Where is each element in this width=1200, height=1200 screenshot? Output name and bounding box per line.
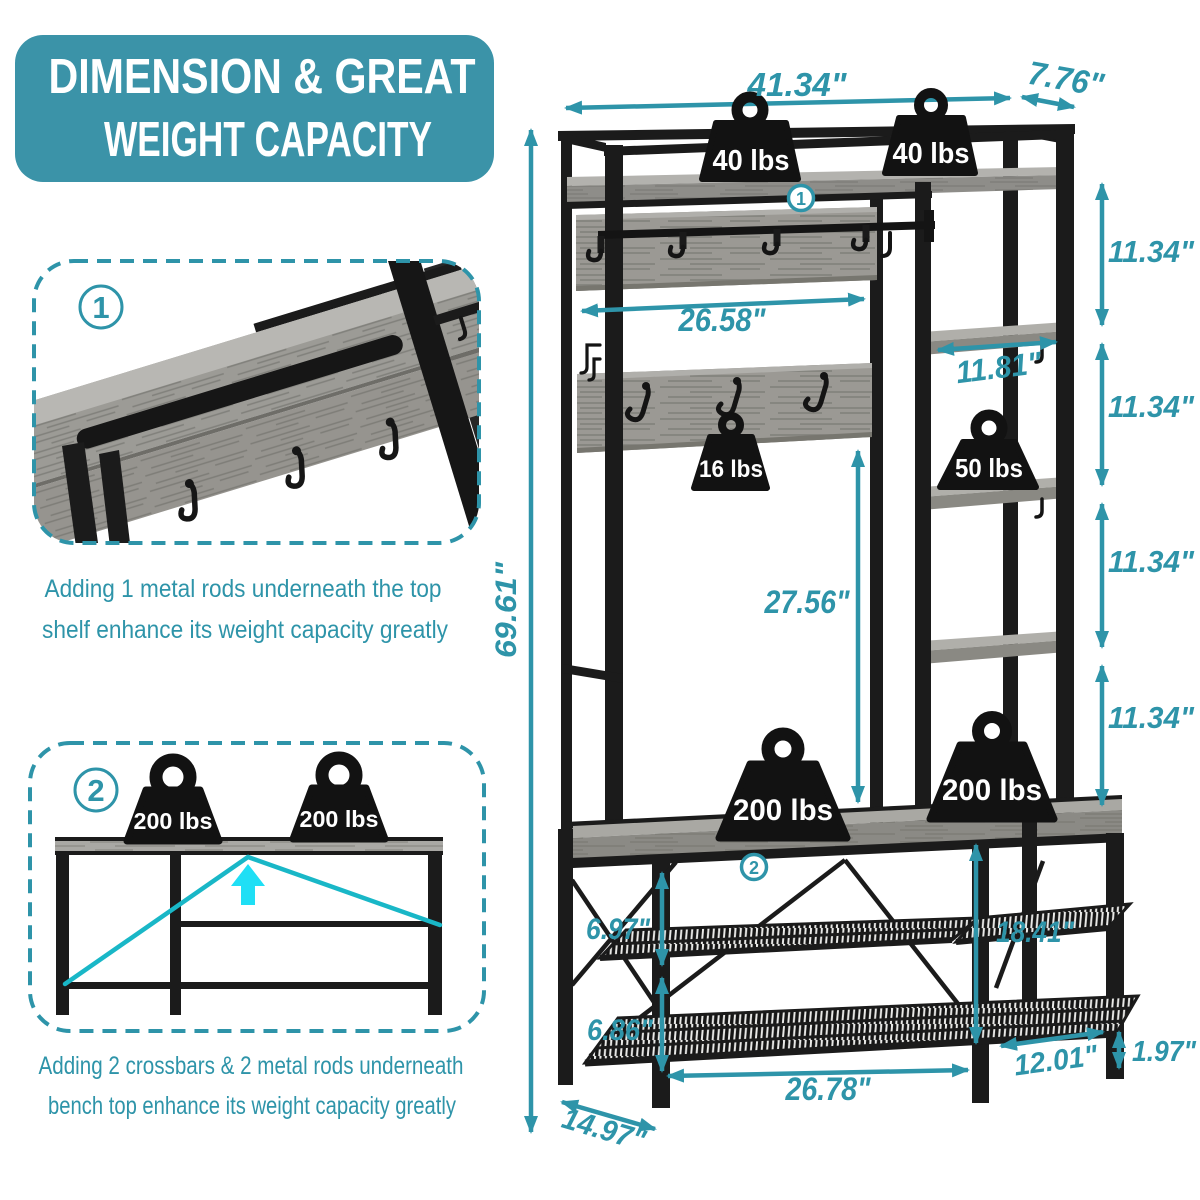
svg-text:11.34": 11.34" <box>1108 389 1195 424</box>
svg-text:18.41": 18.41" <box>996 916 1075 949</box>
svg-text:bench top enhance its weight c: bench top enhance its weight capacity gr… <box>48 1092 456 1120</box>
svg-text:14.97": 14.97" <box>558 1102 650 1158</box>
svg-text:7.76": 7.76" <box>1025 54 1107 104</box>
svg-text:200 lbs: 200 lbs <box>942 774 1042 807</box>
svg-text:16 lbs: 16 lbs <box>699 456 763 483</box>
svg-text:40 lbs: 40 lbs <box>893 138 970 170</box>
svg-text:1: 1 <box>92 290 109 325</box>
svg-text:11.81": 11.81" <box>954 345 1045 390</box>
svg-text:69.61": 69.61" <box>490 561 523 658</box>
svg-text:11.34": 11.34" <box>1108 544 1195 579</box>
svg-text:50 lbs: 50 lbs <box>955 453 1023 483</box>
svg-text:40 lbs: 40 lbs <box>713 145 790 177</box>
svg-text:200 lbs: 200 lbs <box>300 806 379 832</box>
svg-text:200 lbs: 200 lbs <box>733 794 833 827</box>
svg-text:6.97": 6.97" <box>586 913 651 946</box>
svg-text:26.58": 26.58" <box>678 302 767 338</box>
svg-text:DIMENSION & GREAT: DIMENSION & GREAT <box>49 50 476 104</box>
svg-text:WEIGHT CAPACITY: WEIGHT CAPACITY <box>104 113 432 167</box>
svg-text:6.86": 6.86" <box>587 1014 654 1047</box>
svg-text:2: 2 <box>749 858 759 878</box>
svg-text:Adding 2 crossbars & 2 metal r: Adding 2 crossbars & 2 metal rods undern… <box>39 1052 464 1080</box>
svg-text:12.01": 12.01" <box>1012 1040 1101 1083</box>
svg-text:27.56": 27.56" <box>764 584 851 620</box>
svg-text:2: 2 <box>87 773 104 808</box>
svg-text:Adding 1 metal rods underneath: Adding 1 metal rods underneath the top <box>45 575 442 603</box>
svg-text:11.34": 11.34" <box>1108 234 1195 269</box>
svg-text:41.34": 41.34" <box>746 66 846 103</box>
svg-text:shelf enhance its weight capac: shelf enhance its weight capacity greatl… <box>42 616 448 644</box>
svg-text:1: 1 <box>796 189 806 209</box>
svg-text:1.97": 1.97" <box>1132 1036 1197 1068</box>
svg-text:11.34": 11.34" <box>1108 700 1195 735</box>
svg-text:26.78": 26.78" <box>785 1071 872 1107</box>
svg-text:200 lbs: 200 lbs <box>134 808 213 834</box>
